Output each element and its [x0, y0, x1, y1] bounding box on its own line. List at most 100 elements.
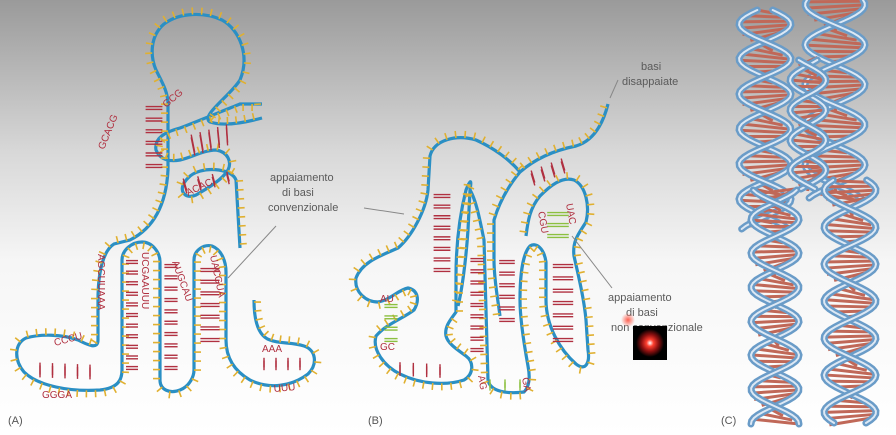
unpaired-base-tick [35, 328, 38, 336]
unpaired-base-tick [30, 378, 35, 386]
unpaired-base-tick [587, 361, 595, 366]
unpaired-base-tick [178, 390, 182, 398]
unpaired-base-tick [555, 174, 560, 182]
unpaired-base-tick [579, 279, 587, 283]
unpaired-base-tick [234, 116, 238, 124]
unpaired-base-tick [488, 212, 496, 217]
helix-base-rung [789, 168, 827, 175]
unpaired-base-tick [458, 381, 463, 389]
unpaired-base-tick [481, 380, 489, 385]
helix-base-rung [789, 78, 827, 85]
unpaired-base-tick [474, 227, 482, 231]
unpaired-base-tick [495, 194, 503, 200]
unpaired-base-tick [154, 22, 161, 29]
unpaired-base-tick [157, 85, 165, 91]
panel-b-base-pairs [399, 158, 574, 378]
unpaired-base-tick [533, 245, 539, 253]
unpaired-base-tick [159, 94, 168, 98]
unpaired-base-tick [521, 271, 529, 274]
unpaired-base-tick [39, 382, 44, 390]
unpaired-base-tick [490, 295, 498, 298]
unpaired-base-tick [239, 79, 247, 85]
unpaired-base-tick [205, 143, 210, 152]
unpaired-base-tick [312, 349, 320, 354]
unpaired-base-tick [232, 24, 240, 31]
unpaired-base-tick [520, 221, 529, 224]
unpaired-base-tick [403, 230, 410, 236]
unpaired-base-tick [575, 262, 583, 266]
unpaired-base-tick [426, 145, 434, 151]
unpaired-base-tick [187, 149, 192, 157]
unpaired-base-tick [453, 290, 461, 294]
unpaired-base-tick [465, 193, 473, 198]
unpaired-base-tick [468, 201, 476, 206]
base-pair [182, 178, 188, 191]
unpaired-base-tick [192, 122, 197, 130]
unpaired-base-tick [521, 324, 529, 327]
unpaired-base-tick [522, 262, 530, 266]
unpaired-base-tick [295, 380, 301, 388]
unpaired-base-tick [401, 289, 407, 297]
unpaired-base-tick [469, 356, 477, 362]
unpaired-base-tick [148, 32, 156, 37]
helix-base-rung [833, 179, 867, 184]
unpaired-base-tick [90, 339, 98, 345]
unpaired-base-tick [471, 368, 479, 372]
unpaired-base-tick [166, 132, 172, 140]
unpaired-base-tick [218, 265, 226, 269]
unpaired-base-tick [200, 119, 205, 127]
unpaired-base-tick [368, 253, 374, 261]
unpaired-base-tick [190, 196, 194, 204]
unpaired-base-tick [454, 130, 457, 139]
unpaired-base-tick [368, 335, 376, 339]
unpaired-base-tick [492, 312, 500, 316]
unpaired-base-tick [412, 215, 420, 221]
base-pair [199, 134, 204, 154]
unpaired-base-tick [377, 301, 381, 309]
helix-base-rung [738, 93, 792, 100]
unpaired-base-tick [151, 252, 159, 257]
unpaired-base-tick [536, 251, 544, 257]
unpaired-base-tick [303, 375, 310, 383]
unpaired-base-tick [270, 333, 275, 341]
unpaired-base-tick [160, 174, 168, 177]
unpaired-base-tick [561, 354, 568, 361]
unpaired-base-tick [377, 248, 382, 256]
helix-base-rung [825, 304, 875, 309]
unpaired-base-tick [9, 348, 18, 352]
unpaired-base-tick [176, 181, 184, 186]
unpaired-base-tick [535, 152, 541, 159]
label-nonconventional-line1: appaiamento [608, 292, 672, 304]
unpaired-base-tick [517, 164, 524, 171]
cursor-glow-small [621, 313, 635, 327]
helix-base-rung [807, 0, 863, 4]
unpaired-base-tick [192, 165, 197, 173]
unpaired-base-tick [487, 277, 496, 280]
unpaired-base-tick [226, 363, 234, 369]
unpaired-base-tick [206, 187, 212, 195]
unpaired-base-tick [145, 42, 153, 45]
unpaired-base-tick [445, 333, 453, 336]
unpaired-base-tick [544, 147, 549, 156]
unpaired-base-tick [455, 282, 463, 285]
a-bases-bottom-right2: UUU [273, 382, 296, 395]
base-pair [540, 169, 546, 182]
a-bases-stem-left: AGCUUAAA [95, 254, 106, 310]
unpaired-base-tick [80, 334, 85, 342]
helix-base-rung [747, 14, 783, 19]
unpaired-base-tick [540, 314, 548, 318]
unpaired-base-tick [147, 214, 155, 220]
unpaired-base-tick [412, 379, 416, 387]
panel-c-3d-ribbon-model [735, 0, 880, 428]
a-bases-stem-mid: UCGAAUUU [139, 252, 150, 309]
unpaired-base-tick [93, 269, 101, 273]
unpaired-base-tick [146, 61, 154, 65]
unpaired-base-tick [14, 337, 22, 343]
a-bases-bottom-left2: GGGA [42, 390, 72, 401]
base-pair [560, 158, 566, 171]
unpaired-base-tick [464, 130, 467, 138]
unpaired-base-tick [242, 71, 250, 75]
helix-ribbon-highlight [822, 179, 878, 424]
base-pair [216, 129, 221, 148]
